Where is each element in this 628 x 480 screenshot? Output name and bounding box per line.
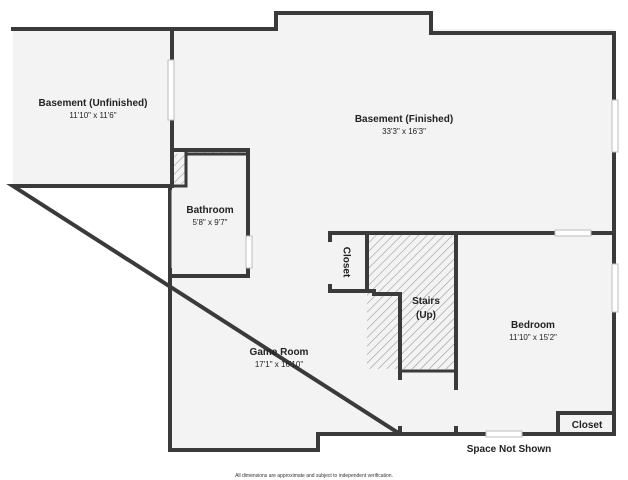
space-not-shown-label: Space Not Shown bbox=[467, 444, 551, 455]
room-dims-basement-unfinished: 11'10" x 11'6" bbox=[69, 111, 116, 120]
window bbox=[554, 229, 592, 237]
room-name-bedroom: Bedroom bbox=[511, 320, 555, 331]
room-name-bathroom: Bathroom bbox=[186, 205, 233, 216]
window bbox=[485, 430, 523, 438]
room-dims-bathroom: 5'8" x 9'7" bbox=[193, 218, 228, 227]
room-dims-game-room: 17'1" x 16'10" bbox=[255, 360, 303, 369]
room-dims-basement-finished: 33'3" x 16'3" bbox=[382, 127, 426, 136]
disclaimer-text: All dimensions are approximate and subje… bbox=[235, 473, 393, 479]
window bbox=[167, 59, 175, 121]
chase-hatch bbox=[174, 154, 186, 184]
window bbox=[611, 263, 619, 313]
room-name-basement-unfinished: Basement (Unfinished) bbox=[39, 98, 148, 109]
unfinished-floor bbox=[13, 29, 170, 186]
stairs-label: Stairs bbox=[412, 296, 440, 307]
exterior-wall bbox=[6, 11, 616, 452]
closet-label-vertical: Closet bbox=[340, 247, 351, 278]
room-name-basement-finished: Basement (Finished) bbox=[355, 114, 453, 125]
bathroom-wall bbox=[170, 148, 250, 278]
window bbox=[245, 235, 253, 269]
closet-label-bedroom: Closet bbox=[572, 420, 603, 431]
bedroom-closet-wall bbox=[556, 411, 616, 436]
window bbox=[611, 99, 619, 153]
room-dims-bedroom: 11'10" x 15'2" bbox=[509, 333, 557, 342]
room-name-game-room: Game Room bbox=[250, 347, 309, 358]
stairs-direction-label: (Up) bbox=[416, 310, 436, 321]
